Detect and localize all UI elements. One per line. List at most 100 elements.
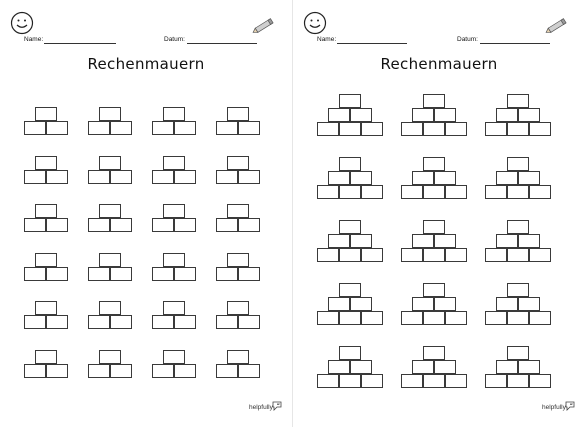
wall-brick[interactable] <box>507 157 529 171</box>
wall-brick[interactable] <box>174 363 196 378</box>
wall-brick[interactable] <box>412 297 434 311</box>
wall-brick[interactable] <box>339 220 361 234</box>
wall-brick[interactable] <box>317 374 339 388</box>
wall-brick[interactable] <box>518 234 540 248</box>
wall-brick[interactable] <box>227 155 249 170</box>
wall-brick[interactable] <box>507 311 529 325</box>
wall-brick[interactable] <box>88 218 110 232</box>
wall-brick[interactable] <box>174 266 196 281</box>
wall-brick[interactable] <box>350 360 372 374</box>
wall-brick[interactable] <box>110 121 132 135</box>
wall-brick[interactable] <box>317 122 339 136</box>
wall-brick[interactable] <box>507 220 529 234</box>
wall-brick[interactable] <box>361 311 383 325</box>
wall-brick[interactable] <box>412 108 434 122</box>
wall-brick[interactable] <box>423 220 445 234</box>
wall-brick[interactable] <box>529 311 551 325</box>
wall-brick[interactable] <box>88 169 110 184</box>
wall-brick[interactable] <box>339 185 361 199</box>
wall-brick[interactable] <box>423 122 445 136</box>
wall-brick[interactable] <box>485 311 507 325</box>
wall-brick[interactable] <box>423 248 445 262</box>
wall-brick[interactable] <box>216 363 238 378</box>
wall-brick[interactable] <box>401 311 423 325</box>
wall-brick[interactable] <box>350 108 372 122</box>
wall-brick[interactable] <box>163 252 185 267</box>
wall-brick[interactable] <box>24 218 46 232</box>
wall-brick[interactable] <box>339 122 361 136</box>
wall-brick[interactable] <box>99 204 121 218</box>
wall-brick[interactable] <box>174 169 196 184</box>
wall-brick[interactable] <box>227 107 249 121</box>
wall-brick[interactable] <box>238 121 260 135</box>
wall-brick[interactable] <box>412 234 434 248</box>
date-field-line[interactable] <box>480 43 550 44</box>
wall-brick[interactable] <box>163 107 185 121</box>
wall-brick[interactable] <box>152 315 174 329</box>
wall-brick[interactable] <box>99 107 121 121</box>
wall-brick[interactable] <box>529 248 551 262</box>
wall-brick[interactable] <box>216 121 238 135</box>
wall-brick[interactable] <box>423 157 445 171</box>
wall-brick[interactable] <box>216 315 238 329</box>
wall-brick[interactable] <box>46 363 68 378</box>
wall-brick[interactable] <box>423 346 445 360</box>
wall-brick[interactable] <box>496 234 518 248</box>
wall-brick[interactable] <box>238 363 260 378</box>
wall-brick[interactable] <box>46 218 68 232</box>
wall-brick[interactable] <box>24 169 46 184</box>
wall-brick[interactable] <box>401 122 423 136</box>
wall-brick[interactable] <box>216 218 238 232</box>
wall-brick[interactable] <box>361 248 383 262</box>
wall-brick[interactable] <box>152 266 174 281</box>
wall-brick[interactable] <box>99 252 121 267</box>
wall-brick[interactable] <box>328 234 350 248</box>
name-field-line[interactable] <box>337 43 407 44</box>
wall-brick[interactable] <box>445 374 467 388</box>
wall-brick[interactable] <box>507 283 529 297</box>
wall-brick[interactable] <box>339 346 361 360</box>
wall-brick[interactable] <box>24 363 46 378</box>
wall-brick[interactable] <box>361 185 383 199</box>
wall-brick[interactable] <box>328 108 350 122</box>
date-field-line[interactable] <box>187 43 257 44</box>
wall-brick[interactable] <box>518 108 540 122</box>
wall-brick[interactable] <box>328 171 350 185</box>
wall-brick[interactable] <box>24 121 46 135</box>
wall-brick[interactable] <box>163 155 185 170</box>
wall-brick[interactable] <box>350 297 372 311</box>
wall-brick[interactable] <box>518 360 540 374</box>
wall-brick[interactable] <box>317 311 339 325</box>
wall-brick[interactable] <box>238 266 260 281</box>
wall-brick[interactable] <box>24 315 46 329</box>
wall-brick[interactable] <box>88 315 110 329</box>
wall-brick[interactable] <box>507 122 529 136</box>
wall-brick[interactable] <box>350 234 372 248</box>
wall-brick[interactable] <box>163 204 185 218</box>
wall-brick[interactable] <box>529 122 551 136</box>
wall-brick[interactable] <box>507 94 529 108</box>
wall-brick[interactable] <box>35 155 57 170</box>
wall-brick[interactable] <box>152 218 174 232</box>
wall-brick[interactable] <box>434 108 456 122</box>
wall-brick[interactable] <box>152 363 174 378</box>
wall-brick[interactable] <box>339 157 361 171</box>
wall-brick[interactable] <box>445 185 467 199</box>
wall-brick[interactable] <box>227 204 249 218</box>
wall-brick[interactable] <box>317 248 339 262</box>
wall-brick[interactable] <box>412 171 434 185</box>
wall-brick[interactable] <box>445 311 467 325</box>
wall-brick[interactable] <box>152 169 174 184</box>
wall-brick[interactable] <box>238 169 260 184</box>
wall-brick[interactable] <box>339 248 361 262</box>
wall-brick[interactable] <box>227 252 249 267</box>
wall-brick[interactable] <box>507 185 529 199</box>
wall-brick[interactable] <box>445 248 467 262</box>
wall-brick[interactable] <box>434 234 456 248</box>
wall-brick[interactable] <box>216 266 238 281</box>
wall-brick[interactable] <box>88 121 110 135</box>
wall-brick[interactable] <box>24 266 46 281</box>
wall-brick[interactable] <box>361 122 383 136</box>
wall-brick[interactable] <box>529 374 551 388</box>
wall-brick[interactable] <box>518 297 540 311</box>
